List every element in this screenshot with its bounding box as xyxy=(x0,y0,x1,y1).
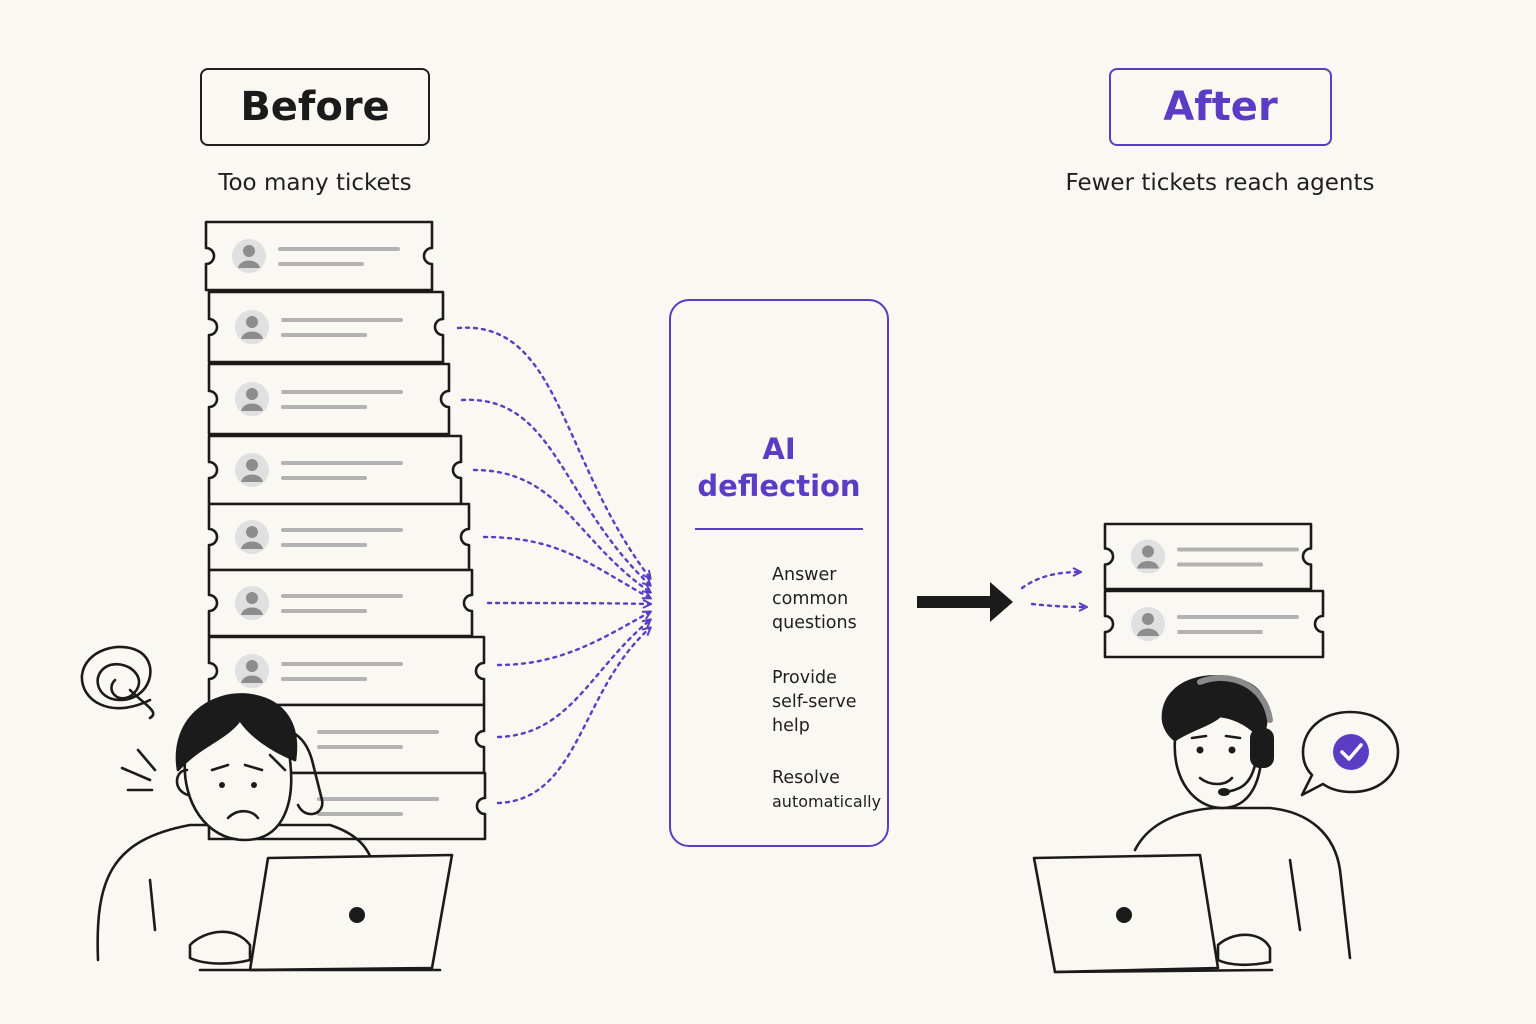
ticket xyxy=(207,362,451,436)
ticket xyxy=(207,290,445,364)
flow-arrow xyxy=(456,326,650,578)
title-line: deflection xyxy=(697,469,861,503)
flow-arrow xyxy=(1030,604,1086,607)
flow-arrow xyxy=(486,603,650,604)
avatar-icon xyxy=(235,382,269,416)
flow-arrow xyxy=(496,628,650,805)
avatar-icon xyxy=(235,520,269,554)
ticket xyxy=(207,568,474,638)
feature-answer-questions: Answer common questions xyxy=(772,563,857,635)
ticket xyxy=(207,502,471,572)
ticket xyxy=(204,220,434,292)
ai-deflection-title: AI deflection xyxy=(671,431,887,505)
feature-line: automatically xyxy=(772,792,882,811)
ticket xyxy=(1103,522,1313,591)
ticket xyxy=(1103,589,1325,659)
flow-arrow xyxy=(482,535,650,598)
feature-line: questions xyxy=(772,613,857,633)
feature-resolve-automatically: Resolve automatically xyxy=(772,766,881,814)
after-label: After xyxy=(1109,68,1332,146)
avatar-icon xyxy=(235,586,269,620)
feature-line: common xyxy=(772,589,849,609)
feature-line: help xyxy=(772,716,810,736)
after-caption: Fewer tickets reach agents xyxy=(1065,170,1375,196)
avatar-icon xyxy=(235,310,269,344)
flow-arrow xyxy=(496,612,650,667)
flow-arrow xyxy=(460,398,650,585)
calm-agent-illustration xyxy=(1032,674,1352,974)
stressed-agent-illustration xyxy=(80,645,454,972)
check-bubble-icon xyxy=(1300,710,1400,797)
title-line: AI xyxy=(762,432,796,466)
avatar-icon xyxy=(1131,607,1165,641)
flow-arrow xyxy=(1020,572,1080,590)
ai-deflection-card: AI deflection Answer common questions Pr… xyxy=(669,299,889,847)
avatar-icon xyxy=(232,239,266,273)
stress-scribble-icon xyxy=(80,645,155,720)
feature-self-serve-help: Provide self-serve help xyxy=(772,666,856,738)
card-divider xyxy=(695,528,863,530)
arrow-right-icon xyxy=(917,582,1013,622)
ticket-stack-after xyxy=(1103,522,1325,659)
feature-line: Answer xyxy=(772,565,837,585)
flow-arrow xyxy=(496,620,650,739)
flow-arrows xyxy=(456,326,650,805)
avatar-icon xyxy=(235,654,269,688)
before-label: Before xyxy=(200,68,430,146)
feature-line: Provide xyxy=(772,668,837,688)
before-caption: Too many tickets xyxy=(218,170,412,196)
feature-line: Resolve xyxy=(772,768,840,788)
avatar-icon xyxy=(1131,539,1165,574)
flow-arrows-after xyxy=(1020,572,1086,607)
ticket xyxy=(207,434,463,506)
flow-arrow xyxy=(472,468,650,592)
feature-line: self-serve xyxy=(772,692,857,712)
avatar-icon xyxy=(235,453,269,487)
